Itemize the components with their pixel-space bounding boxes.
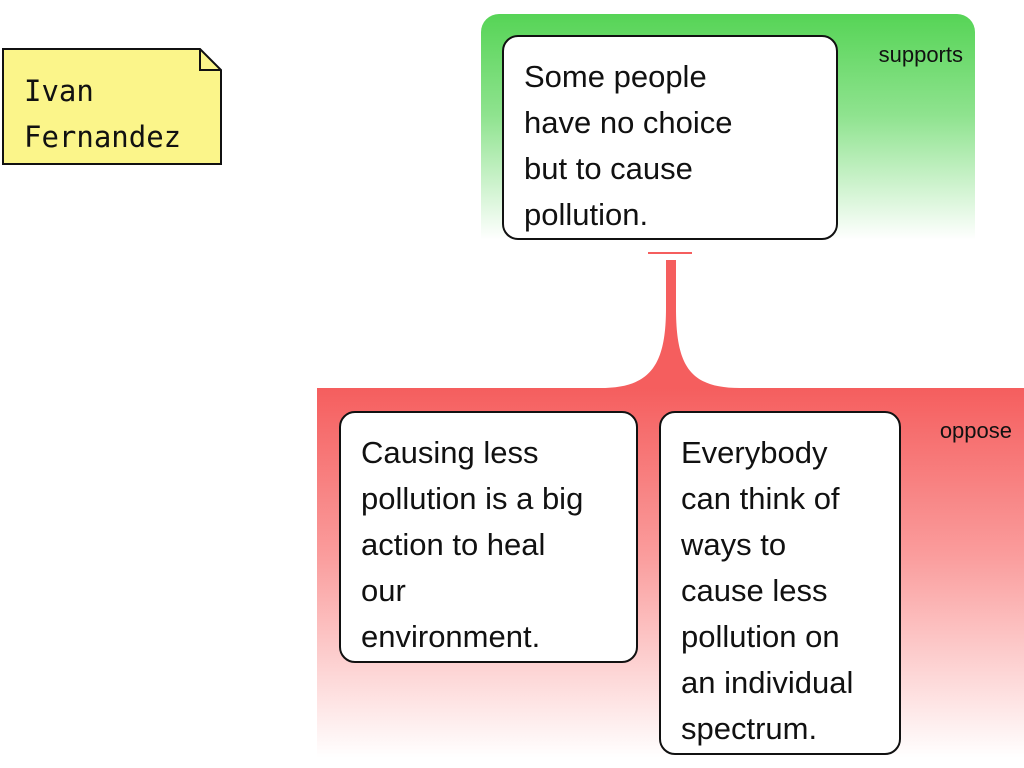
objection-text-line: our xyxy=(361,573,406,608)
author-name: Ivan Fernandez xyxy=(24,68,214,160)
objection-text-line: can think of xyxy=(681,481,840,516)
claim-text-line: have no choice xyxy=(524,105,733,140)
claim-box[interactable]: Some people have no choice but to cause … xyxy=(502,35,838,240)
objection-box-2[interactable]: Everybody can think of ways to cause les… xyxy=(659,411,901,755)
objection-text-line: Causing less xyxy=(361,435,539,470)
objection-text-line: environment. xyxy=(361,619,541,654)
author-sticky-note[interactable]: Ivan Fernandez xyxy=(2,48,222,165)
objection-text-line: Everybody xyxy=(681,435,828,470)
claim-text-line: Some people xyxy=(524,59,707,94)
supports-label: supports xyxy=(878,42,963,67)
objection-text-line: action to heal xyxy=(361,527,546,562)
oppose-label: oppose xyxy=(939,418,1012,443)
objection-box-1[interactable]: Causing less pollution is a big action t… xyxy=(339,411,638,663)
objection-text-line: spectrum. xyxy=(681,711,818,746)
author-name-line: Fernandez xyxy=(24,120,182,154)
objection-text-line: cause less xyxy=(681,573,828,608)
objection-text-line: ways to xyxy=(681,527,787,562)
author-name-line: Ivan xyxy=(24,74,94,108)
connector-stem xyxy=(600,260,740,388)
objection-text-line: an individual xyxy=(681,665,854,700)
oppose-connector xyxy=(600,252,740,388)
claim-text-line: but to cause xyxy=(524,151,693,186)
objection-text-line: pollution is a big xyxy=(361,481,584,516)
sticky-note-shape xyxy=(2,48,222,165)
objection-text-line: pollution on xyxy=(681,619,840,654)
claim-text-line: pollution. xyxy=(524,197,649,232)
